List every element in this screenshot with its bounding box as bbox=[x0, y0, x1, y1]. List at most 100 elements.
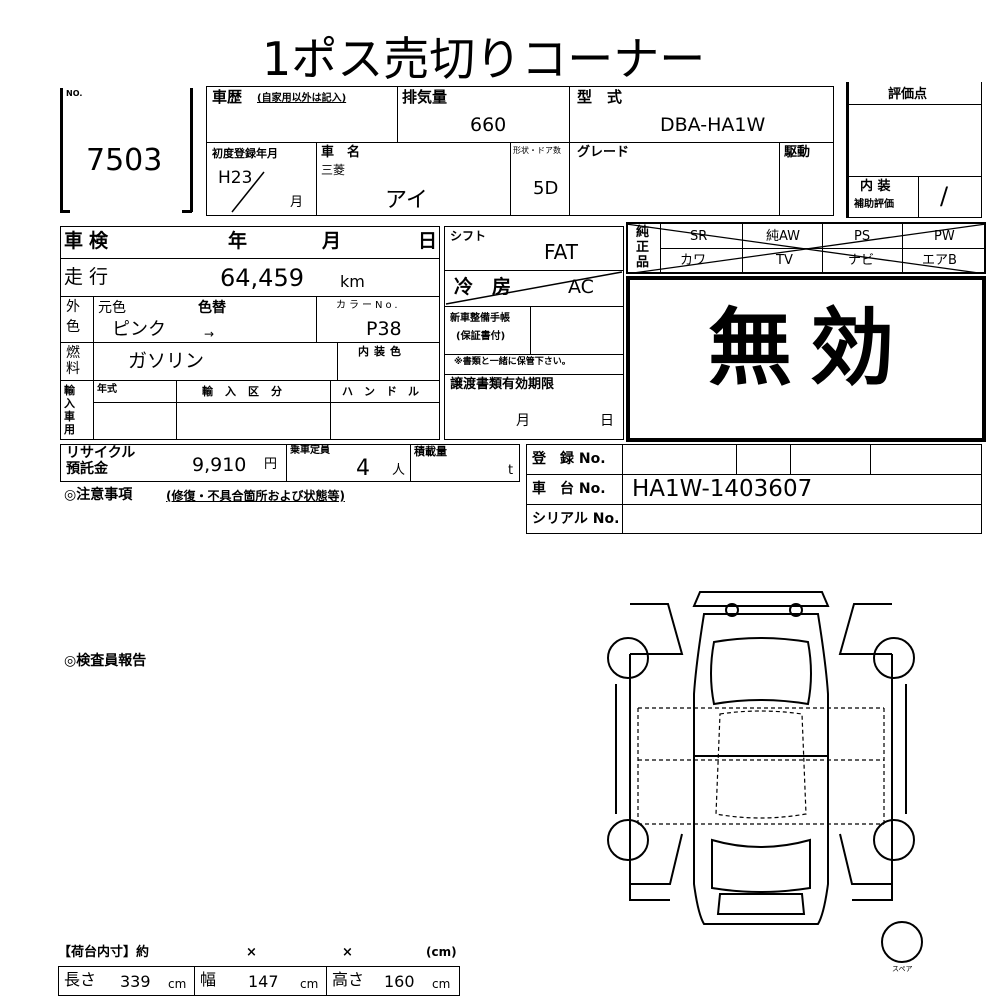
load-unit: t bbox=[508, 463, 514, 478]
shaken-day-label: 日 bbox=[418, 230, 438, 252]
mileage-value: 64,459 bbox=[220, 264, 304, 292]
fuel-value: ガソリン bbox=[128, 350, 205, 372]
exterior-label-2: 色 bbox=[66, 319, 80, 335]
cargo-width-value: 147 bbox=[248, 972, 279, 991]
color-arrow: → bbox=[204, 327, 215, 341]
car-name-value: アイ bbox=[385, 188, 428, 213]
car-name-label: 車 名 bbox=[321, 145, 361, 160]
import-type-label: 輸入区分 bbox=[202, 385, 294, 398]
cargo-unit: (cm) bbox=[426, 945, 457, 959]
maker-value: 三菱 bbox=[321, 163, 346, 177]
cargo-width-cm: cm bbox=[300, 977, 319, 991]
car-damage-diagram bbox=[607, 591, 923, 963]
cargo-height-value: 160 bbox=[384, 972, 415, 991]
lot-number-bracket bbox=[60, 88, 198, 213]
cargo-height-cm: cm bbox=[432, 977, 451, 991]
capacity-value: 4 bbox=[356, 456, 370, 481]
import-year-label: 年式 bbox=[97, 384, 117, 395]
mileage-label: 走行 bbox=[64, 266, 115, 288]
interior-sub-label: 補助評価 bbox=[854, 199, 894, 210]
fuel-label-2: 料 bbox=[66, 361, 80, 377]
cargo-width-label: 幅 bbox=[200, 970, 217, 989]
equip-kawa: カワ bbox=[680, 253, 707, 268]
recycle-label-2: 預託金 bbox=[66, 461, 108, 477]
equip-label-3: 品 bbox=[636, 255, 650, 270]
recycle-table bbox=[60, 444, 520, 482]
capacity-unit: 人 bbox=[392, 463, 406, 478]
first-reg-year: H23 bbox=[218, 168, 253, 188]
service-label-1: 新車整備手帳 bbox=[450, 313, 510, 324]
shift-value: FAT bbox=[544, 240, 579, 264]
notes-sub-label: (修復・不具合箇所および状態等) bbox=[166, 489, 345, 503]
color-no-value: P38 bbox=[366, 318, 402, 340]
equip-pw: PW bbox=[934, 229, 955, 244]
first-reg-slash bbox=[231, 171, 265, 213]
equipment-cross bbox=[626, 223, 986, 274]
transfer-label: 譲渡書類有効期限 bbox=[450, 377, 555, 392]
load-label: 積載量 bbox=[414, 445, 447, 458]
shaken-label: 車検 bbox=[64, 230, 115, 252]
equip-label-1: 純 bbox=[636, 225, 650, 240]
mileage-unit: km bbox=[340, 272, 365, 291]
header-table bbox=[206, 86, 834, 216]
aircon-cross bbox=[445, 271, 623, 305]
handle-label: ハンドル bbox=[342, 385, 430, 398]
doors-value: 5D bbox=[533, 178, 559, 199]
equip-tv: TV bbox=[776, 253, 793, 268]
cargo-height-label: 高さ bbox=[332, 970, 365, 989]
inspector-report-label: ◎検査員報告 bbox=[64, 653, 147, 669]
serial-no-label: シリアル No. bbox=[532, 511, 620, 527]
shift-table bbox=[444, 226, 624, 440]
invalid-stamp: 無効 bbox=[708, 299, 913, 397]
displacement-value: 660 bbox=[470, 114, 507, 136]
exterior-label-1: 外 bbox=[66, 299, 80, 315]
invalid-stamp-box bbox=[626, 276, 986, 442]
model-value: DBA-HA1W bbox=[660, 114, 766, 136]
color-value: ピンク bbox=[112, 319, 166, 340]
lot-number: 7503 bbox=[86, 143, 163, 178]
aircon-label: 冷 房 bbox=[454, 276, 512, 298]
displacement-label: 排気量 bbox=[402, 88, 448, 106]
equip-sr: SR bbox=[690, 229, 708, 244]
grade-label: グレード bbox=[577, 145, 630, 160]
equip-ps: PS bbox=[854, 229, 871, 244]
history-label: 車歴 bbox=[212, 88, 243, 106]
first-reg-month-unit: 月 bbox=[290, 195, 304, 210]
import-label: 輸入車用 bbox=[64, 384, 75, 436]
reg-no-label: 登 録 No. bbox=[532, 451, 606, 467]
equip-aw: 純AW bbox=[766, 229, 801, 244]
cargo-table bbox=[58, 966, 460, 996]
equip-navi: ナビ bbox=[848, 253, 875, 268]
color-no-label: カラーNo. bbox=[336, 300, 401, 311]
service-label-2: (保証書付) bbox=[456, 331, 506, 342]
cargo-length-value: 339 bbox=[120, 972, 151, 991]
original-color-label: 元色 bbox=[98, 300, 126, 316]
rating-box bbox=[846, 82, 982, 218]
inspection-table bbox=[60, 226, 440, 440]
notes-label: ◎注意事項 bbox=[64, 487, 133, 503]
interior-color-label: 内装色 bbox=[358, 345, 406, 358]
recycle-unit: 円 bbox=[264, 457, 278, 472]
recycle-amount: 9,910 bbox=[192, 454, 247, 476]
drive-label: 駆動 bbox=[784, 145, 811, 160]
equip-label-2: 正 bbox=[636, 240, 650, 255]
cargo-x2: × bbox=[342, 945, 353, 960]
page-title: 1ポス売切りコーナー bbox=[262, 32, 706, 86]
chassis-no-label: 車 台 No. bbox=[532, 481, 606, 497]
interior-value: / bbox=[940, 182, 949, 210]
history-note: (自家用以外は記入) bbox=[257, 93, 347, 104]
cargo-title: 【荷台内寸】約 bbox=[58, 945, 150, 960]
interior-label: 内 装 bbox=[860, 179, 891, 194]
repaint-label: 色替 bbox=[198, 300, 226, 316]
first-reg-label: 初度登録年月 bbox=[212, 147, 278, 160]
spare-label: スペア bbox=[892, 965, 913, 973]
no-label: NO. bbox=[66, 89, 83, 98]
shift-label: シフト bbox=[450, 229, 487, 243]
registration-table bbox=[526, 444, 982, 534]
transfer-month: 月 bbox=[516, 413, 530, 429]
shape-door-label: 形状・ドア数 bbox=[513, 146, 561, 155]
model-label: 型 式 bbox=[577, 88, 623, 106]
shaken-month-label: 月 bbox=[322, 230, 342, 252]
chassis-no-value: HA1W-1403607 bbox=[632, 476, 813, 502]
service-note: ※書類と一緒に保管下さい。 bbox=[454, 357, 571, 367]
